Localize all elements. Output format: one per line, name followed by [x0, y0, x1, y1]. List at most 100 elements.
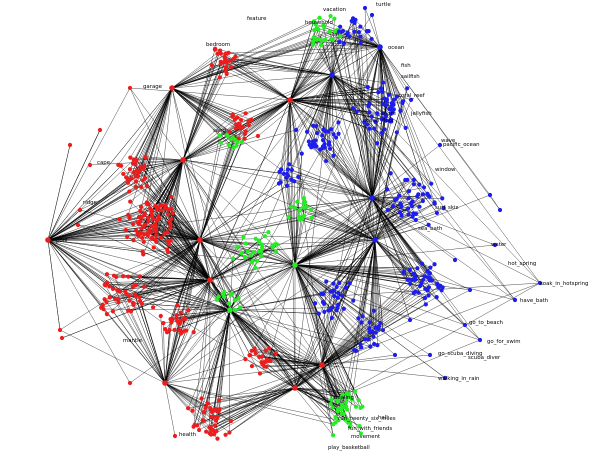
graph-node	[67, 142, 73, 148]
graph-node	[435, 281, 440, 286]
graph-edge	[140, 220, 201, 241]
graph-edge	[352, 46, 381, 109]
graph-edge	[164, 358, 246, 384]
graph-node	[232, 308, 238, 313]
graph-node	[142, 232, 147, 237]
graph-edge	[289, 99, 302, 154]
graph-edge	[142, 168, 211, 281]
graph-node	[367, 110, 372, 115]
graph-edge	[171, 87, 241, 129]
graph-node	[413, 217, 418, 223]
graph-node	[204, 429, 209, 434]
graph-edge	[225, 46, 381, 62]
node-label: bedroom	[206, 42, 230, 48]
graph-node	[372, 237, 378, 243]
graph-edge	[379, 46, 425, 188]
graph-node	[127, 216, 132, 221]
graph-node	[154, 239, 159, 244]
graph-edge	[47, 239, 119, 303]
graph-node	[208, 432, 214, 437]
graph-node	[314, 37, 319, 42]
node-label: jellyfish	[410, 111, 432, 117]
graph-node	[357, 424, 362, 429]
graph-node	[323, 37, 328, 42]
graph-node	[417, 283, 423, 289]
graph-edge	[171, 50, 221, 89]
graph-node	[287, 162, 292, 167]
graph-node	[411, 177, 417, 182]
graph-edge	[294, 264, 350, 397]
graph-edge	[330, 129, 373, 199]
graph-edge	[129, 87, 184, 161]
node-label: play_basketball	[328, 445, 370, 451]
graph-edge	[331, 74, 402, 216]
graph-edge	[289, 22, 355, 101]
graph-edge	[164, 382, 232, 422]
node-label: hall	[378, 415, 388, 421]
graph-node	[333, 414, 338, 420]
graph-node	[388, 171, 393, 176]
graph-edge	[171, 87, 211, 281]
graph-node	[303, 199, 308, 205]
graph-edge	[185, 279, 211, 331]
graph-edge	[294, 195, 400, 266]
graph-edge	[158, 87, 173, 208]
graph-node	[259, 242, 265, 247]
graph-node	[243, 111, 248, 116]
graph-edge	[331, 74, 443, 199]
graph-node	[380, 101, 386, 107]
graph-edge	[182, 159, 287, 175]
graph-edge	[199, 218, 303, 241]
graph-node	[356, 29, 362, 35]
graph-edge	[321, 364, 342, 398]
graph-edge	[209, 387, 296, 434]
graph-node	[276, 181, 282, 186]
graph-edge	[288, 175, 373, 199]
graph-node	[217, 406, 222, 412]
graph-edge	[371, 197, 516, 301]
graph-node	[380, 89, 385, 94]
graph-node	[411, 271, 417, 276]
graph-node	[319, 291, 324, 296]
graph-edge	[135, 284, 231, 311]
graph-node	[125, 234, 130, 240]
graph-node	[304, 204, 309, 209]
graph-node	[116, 162, 121, 168]
graph-edge	[209, 99, 291, 281]
graph-node	[99, 305, 104, 310]
graph-node	[358, 24, 363, 29]
graph-node	[292, 262, 298, 268]
graph-edge	[152, 279, 211, 308]
graph-node	[263, 348, 268, 353]
graph-node	[284, 175, 289, 180]
graph-edge	[289, 22, 314, 101]
graph-node	[362, 337, 367, 342]
graph-node	[127, 298, 132, 303]
node-label: movement	[351, 434, 380, 440]
graph-edge	[132, 239, 201, 304]
graph-node	[259, 245, 265, 250]
graph-edge	[334, 282, 541, 297]
graph-edge	[199, 141, 243, 241]
graph-edge	[303, 202, 376, 241]
graph-node	[413, 289, 418, 294]
graph-node	[331, 422, 336, 427]
graph-edge	[199, 239, 254, 253]
graph-node	[391, 107, 396, 112]
graph-node	[111, 273, 117, 278]
graph-node	[296, 174, 301, 179]
graph-node	[467, 287, 473, 293]
graph-node	[137, 298, 143, 303]
graph-node	[384, 187, 390, 192]
graph-edge	[352, 108, 376, 241]
graph-node	[341, 306, 346, 311]
graph-edge	[286, 177, 296, 266]
graph-node	[369, 114, 374, 119]
graph-node	[235, 244, 240, 249]
graph-edge	[360, 36, 381, 48]
graph-node	[333, 135, 339, 140]
graph-node	[426, 293, 431, 298]
graph-edge	[331, 14, 373, 76]
graph-node	[107, 284, 112, 289]
graph-node	[152, 228, 157, 233]
